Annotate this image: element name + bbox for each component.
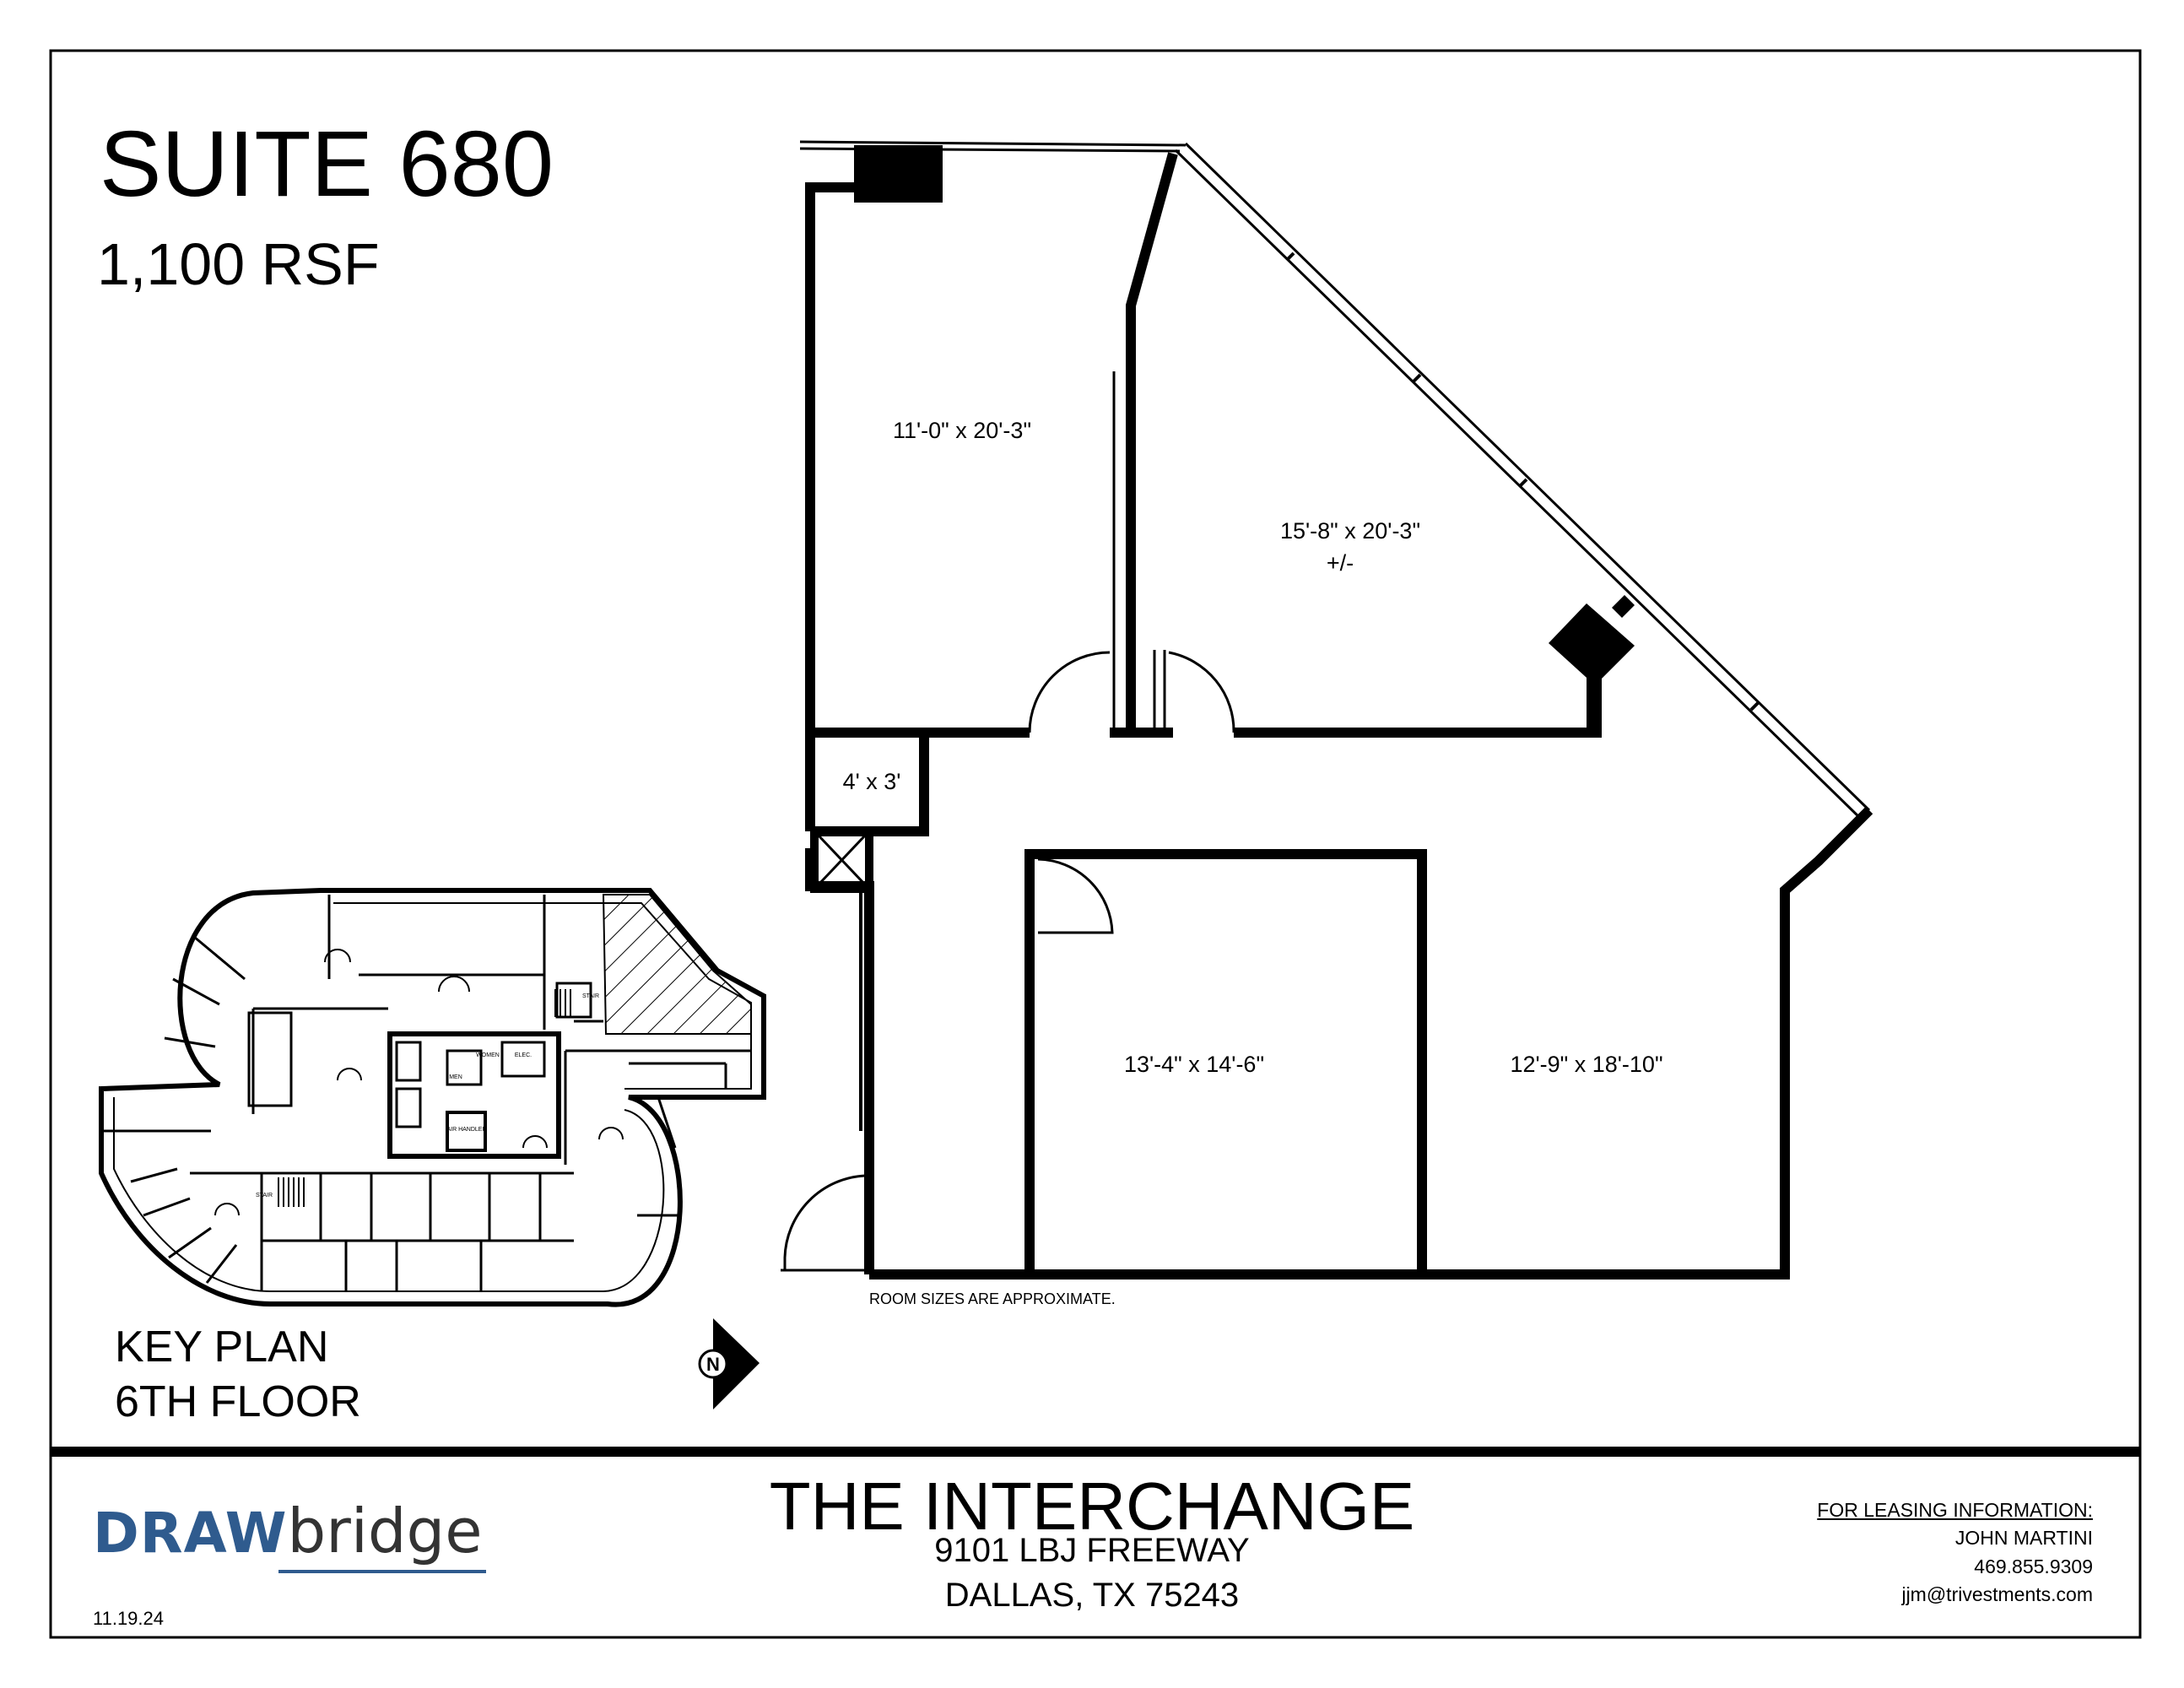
building-address-line1: 9101 LBJ FREEWAY	[934, 1532, 1250, 1569]
logo-part-draw: DRAW	[93, 1501, 288, 1566]
building-address-line2: DALLAS, TX 75243	[944, 1577, 1240, 1614]
key-plan-label-air-handler: AIR HANDLER	[446, 1127, 486, 1133]
plan-note: ROOM SIZES ARE APPROXIMATE.	[869, 1290, 1116, 1307]
key-plan-label-men: MEN	[449, 1074, 462, 1080]
leasing-heading: FOR LEASING INFORMATION:	[1817, 1499, 2093, 1521]
suite-floor-plan	[781, 140, 1873, 1280]
column-stem	[1612, 595, 1635, 618]
room-a-label: 11'-0" x 20'-3"	[893, 418, 1031, 443]
key-plan-label-elec: ELEC.	[515, 1052, 532, 1058]
key-plan-suite-highlight	[602, 894, 752, 1035]
key-plan-label-stair: STAIR	[582, 993, 599, 999]
room-b-note: +/-	[1327, 550, 1354, 576]
room-d-label: 12'-9" x 18'-10"	[1510, 1052, 1662, 1077]
drawbridge-logo: DRAWbridge	[93, 1496, 483, 1566]
leasing-phone: 469.855.9309	[1974, 1555, 2093, 1577]
room-b-label: 15'-8" x 20'-3"	[1280, 518, 1420, 544]
key-plan-labels: STAIR STAIR AIR HANDLER WOMEN MEN ELEC.	[256, 993, 599, 1198]
north-arrow: N	[698, 1318, 760, 1409]
suite-area: 1,100 RSF	[97, 231, 380, 297]
column-stem	[1587, 667, 1597, 733]
key-plan-title: KEY PLAN	[115, 1323, 329, 1372]
closet-label: 4' x 3'	[843, 769, 901, 794]
key-plan-label-women: WOMEN	[476, 1052, 500, 1058]
north-arrow-label: N	[706, 1354, 720, 1375]
key-plan-label-stair: STAIR	[256, 1193, 273, 1198]
column	[1549, 603, 1635, 685]
plan-date: 11.19.24	[93, 1608, 165, 1629]
key-plan	[99, 888, 766, 1307]
key-plan-floor: 6TH FLOOR	[115, 1377, 361, 1426]
room-c-label: 13'-4" x 14'-6"	[1124, 1052, 1264, 1077]
logo-underline	[278, 1570, 486, 1573]
leasing-info: FOR LEASING INFORMATION: JOHN MARTINI 46…	[1817, 1496, 2093, 1609]
building-name: THE INTERCHANGE	[769, 1469, 1415, 1544]
logo-part-bridge: bridge	[287, 1496, 483, 1566]
suite-title: SUITE 680	[100, 112, 554, 216]
column	[854, 145, 943, 203]
leasing-contact-name: JOHN MARTINI	[1954, 1527, 2093, 1550]
sheet-border	[49, 49, 2142, 1639]
room-labels: 11'-0" x 20'-3" 15'-8" x 20'-3" +/- 4' x…	[843, 418, 1663, 1307]
leasing-email[interactable]: jjm@trivestments.com	[1901, 1583, 2093, 1606]
